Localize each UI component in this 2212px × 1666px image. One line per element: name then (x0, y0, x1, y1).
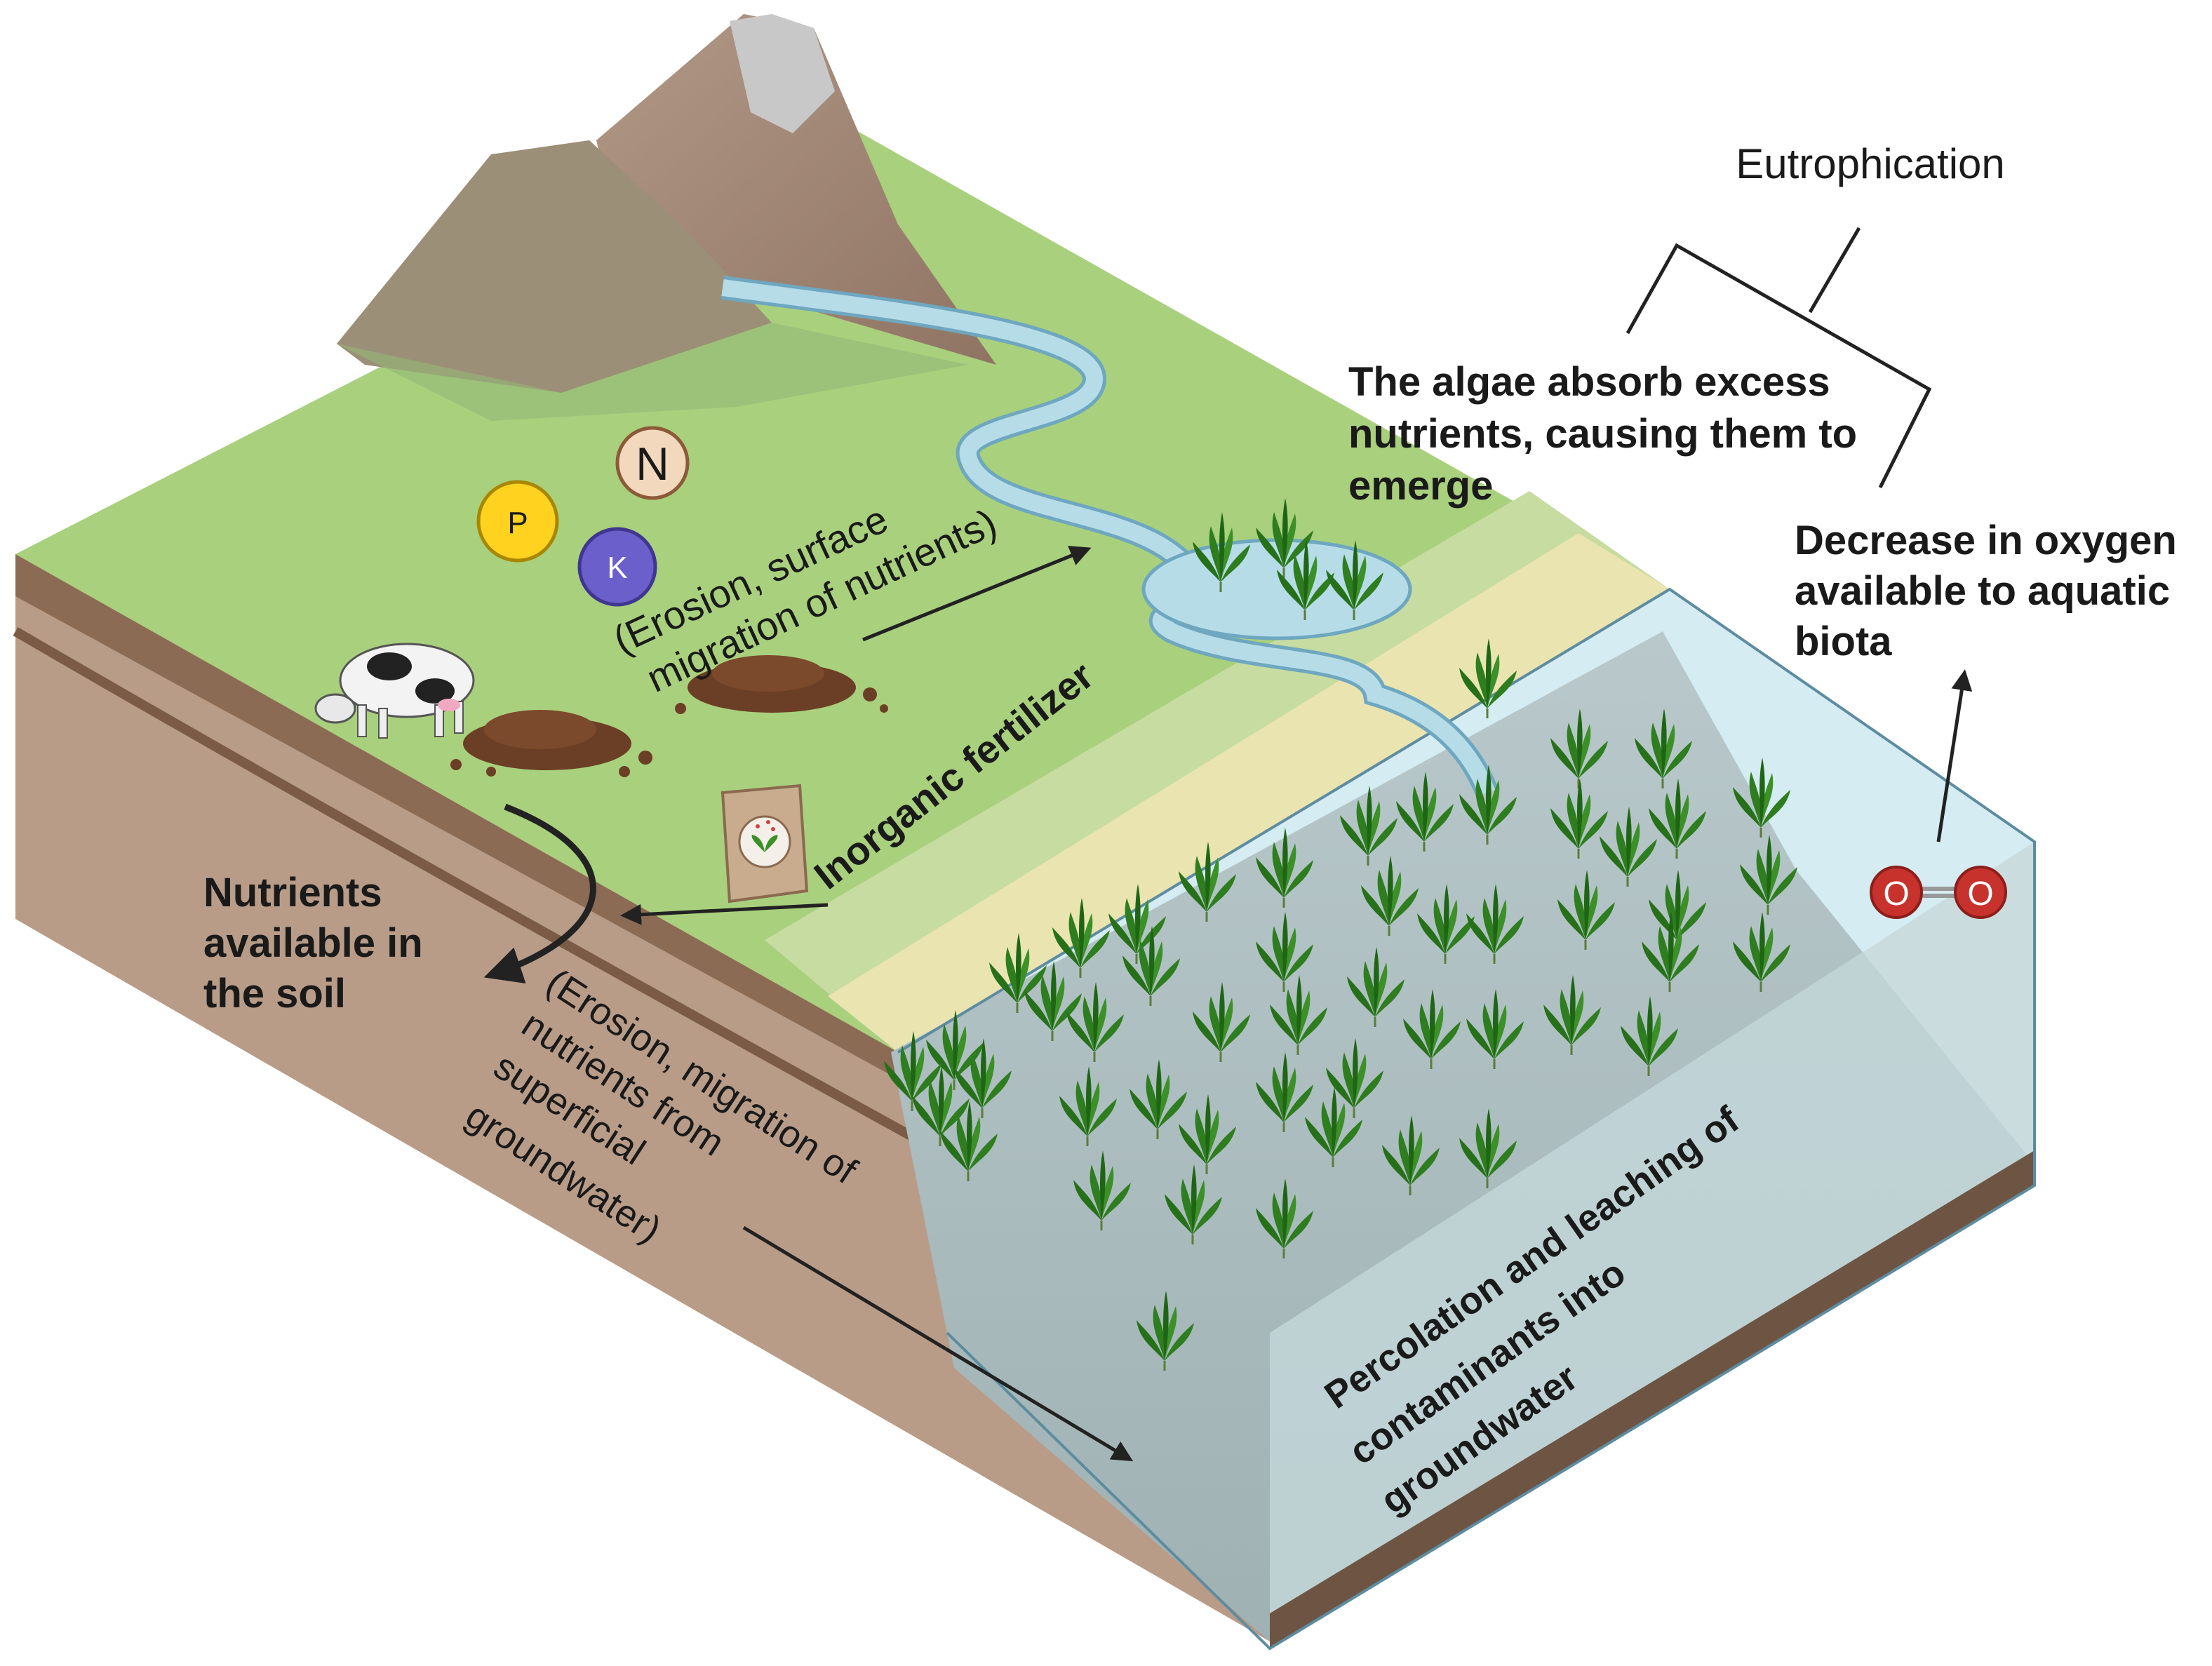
surface-migration-arrow (862, 546, 1092, 642)
nitrogen-label: N (636, 438, 669, 490)
lake-bottom-strip (1270, 1150, 2035, 1648)
cow-icon (314, 643, 475, 739)
manure-pile-icon (450, 710, 652, 777)
mountain-right (596, 14, 996, 365)
phosphorus-icon: P (476, 480, 559, 563)
oxygen-atom-right: O (1967, 875, 1993, 913)
mountain-snowcap (730, 14, 835, 133)
algae-absorb-line-2: nutrients, causing them to (1348, 411, 1857, 457)
mountain-base-shadow (337, 323, 968, 421)
eutrophication-bracket-stem (1808, 227, 1861, 314)
potassium-label: K (607, 551, 627, 585)
manure-pile-icon (675, 655, 888, 714)
oxygen-decrease-label: Decrease in oxygen available to aquatic … (1795, 518, 2177, 664)
sand-strip (828, 533, 1670, 1052)
eutrophication-bracket (1626, 243, 1932, 489)
algae-absorb-line-3: emerge (1348, 463, 1493, 509)
soil-nutrient-line-3: the soil (203, 971, 346, 1016)
oxygen-atom-left: O (1883, 875, 1909, 913)
phosphorus-label: P (507, 506, 528, 540)
soil-nutrient-line-1: Nutrients (203, 870, 382, 915)
potassium-icon: K (577, 527, 657, 607)
eutrophication-label: Eutrophication (1736, 140, 2005, 187)
soil-nutrient-arrow (483, 803, 596, 983)
lake-outline (897, 587, 2036, 1651)
oxygen-decrease-arrow (1936, 669, 1973, 842)
mountain-left (337, 140, 772, 393)
oxygen-decrease-line-2: available to aquatic (1795, 568, 2170, 614)
oxygen-molecule-icon: O O (1870, 866, 2007, 919)
fertilizer-bag-icon (720, 784, 809, 903)
nitrogen-icon: N (615, 426, 690, 500)
river-inner (721, 279, 1496, 796)
fertilizer-arrow (620, 903, 829, 925)
soil-left-dark-band (15, 554, 926, 1094)
groundwater-arrow (742, 1225, 1134, 1462)
soil-nutrient-label: Nutrients available in the soil (203, 870, 423, 1016)
oxygen-decrease-line-1: Decrease in oxygen (1795, 518, 2177, 563)
lake-front-face (1270, 842, 2035, 1641)
algae-absorb-line-1: The algae absorb excess (1348, 359, 1830, 405)
algae-absorb-label: The algae absorb excess nutrients, causi… (1348, 359, 1857, 509)
soil-nutrient-line-2: available in (203, 920, 423, 966)
oxygen-decrease-line-3: biota (1795, 619, 1892, 664)
